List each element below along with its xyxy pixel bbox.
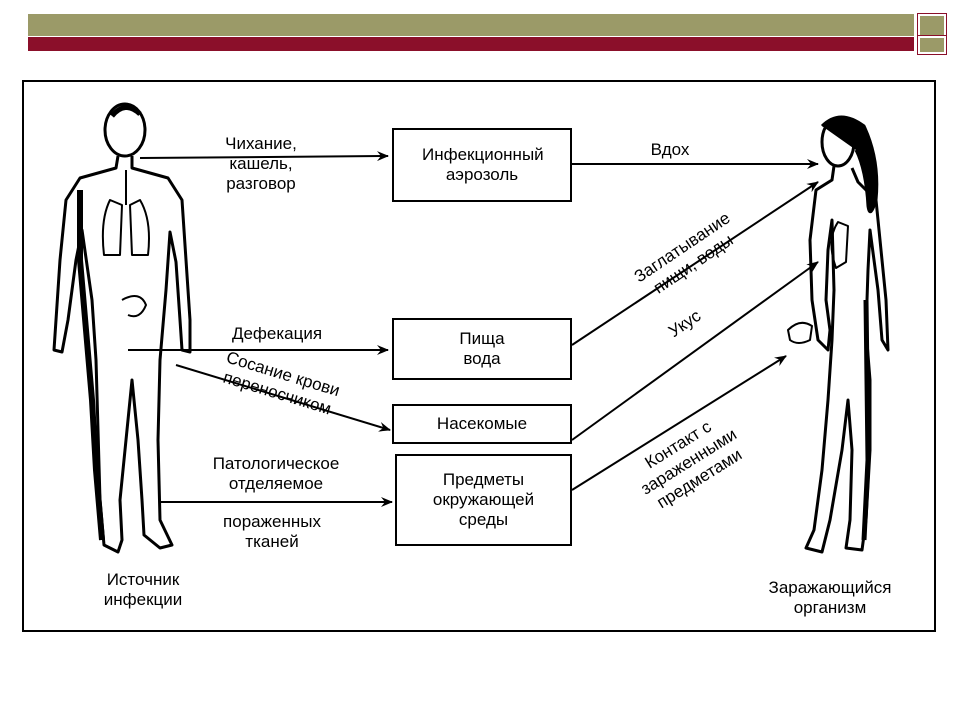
source-caption: Источник инфекции <box>103 570 183 609</box>
source-person-figure <box>52 102 192 554</box>
target-person-figure <box>787 115 890 554</box>
header-bar-olive <box>28 14 914 36</box>
header-square-top <box>917 13 947 39</box>
box-aerosol: Инфекционный аэрозоль <box>392 128 572 202</box>
header-bar-maroon <box>28 37 914 51</box>
arrow-swallow <box>571 181 819 346</box>
arrow-contact <box>571 355 787 491</box>
box-insects-text: Насекомые <box>436 414 528 433</box>
source-arrows <box>128 151 393 507</box>
target-arrows <box>571 159 819 491</box>
label-inhale: Вдох <box>650 140 690 159</box>
header-square-bottom <box>917 35 947 55</box>
label-discharge-bottom: пораженных тканей <box>223 512 321 551</box>
arrow-blood <box>175 364 391 432</box>
arrow-bite <box>571 261 819 441</box>
box-objects: Предметы окружающей среды <box>395 454 572 546</box>
box-food-text: Пища вода <box>459 329 505 368</box>
box-insects: Насекомые <box>392 404 572 444</box>
box-objects-text: Предметы окружающей среды <box>432 470 535 529</box>
target-caption: Заражающийся организм <box>768 578 892 617</box>
label-sneeze: Чихание, кашель, разговор <box>225 134 297 193</box>
label-defecation: Дефекация <box>231 324 323 343</box>
box-aerosol-text: Инфекционный аэрозоль <box>422 145 544 184</box>
label-discharge-top: Патологическое отделяемое <box>212 454 340 493</box>
diagram-frame <box>22 80 936 632</box>
arrow-sneeze <box>139 151 389 162</box>
box-food: Пища вода <box>392 318 572 380</box>
